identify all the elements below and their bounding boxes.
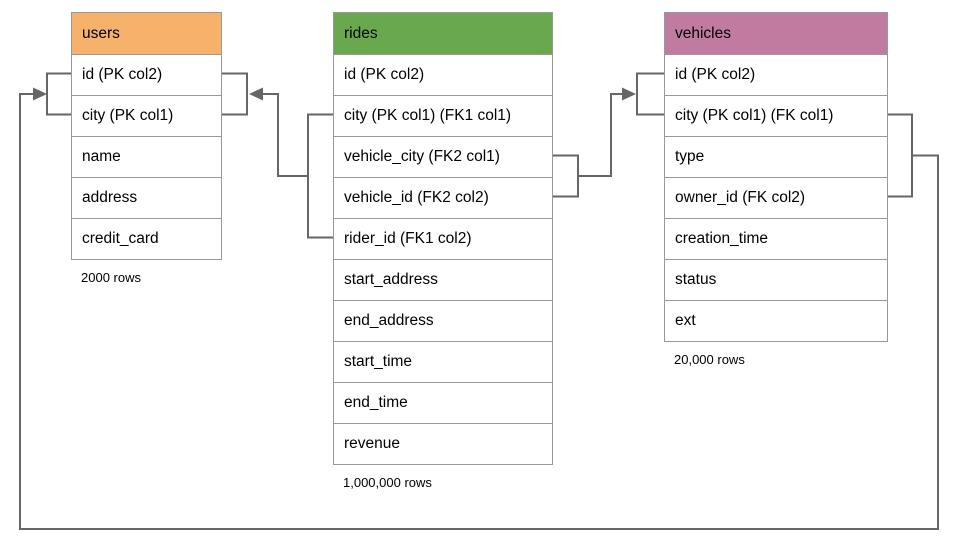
column-row: ext: [665, 300, 887, 341]
column-label: city (PK col1) (FK col1): [675, 107, 834, 124]
column-label: vehicle_city (FK2 col1): [344, 148, 500, 165]
arrowhead-into-vehicles-left: [622, 87, 636, 101]
table-rides-box: rides id (PK col2) city (PK col1) (FK1 c…: [333, 12, 553, 465]
column-label: end_time: [344, 394, 408, 411]
column-label: id (PK col2): [675, 66, 756, 83]
column-row: end_time: [334, 382, 552, 423]
table-title: users: [82, 24, 120, 42]
column-row: city (PK col1) (FK1 col1): [334, 95, 552, 136]
column-label: type: [675, 148, 705, 165]
column-label: id (PK col2): [82, 66, 163, 83]
column-row: revenue: [334, 423, 552, 464]
table-users: users id (PK col2) city (PK col1) name a…: [71, 12, 222, 285]
column-row: vehicle_id (FK2 col2): [334, 177, 552, 218]
column-row: city (PK col1): [72, 95, 221, 136]
row-count-label: 20,000 rows: [674, 352, 745, 367]
relationship-rides-vehicles: [553, 72, 664, 198]
column-label: credit_card: [82, 230, 159, 247]
column-label: vehicle_id (FK2 col2): [344, 189, 489, 206]
column-row: start_address: [334, 259, 552, 300]
table-rides-header: rides: [334, 13, 552, 54]
table-vehicles-header: vehicles: [665, 13, 887, 54]
column-label: ext: [675, 312, 696, 329]
arrowhead-into-users-right: [249, 87, 263, 101]
arrowhead-into-users-left: [33, 87, 47, 101]
column-row: start_time: [334, 341, 552, 382]
column-row: end_address: [334, 300, 552, 341]
column-row: credit_card: [72, 218, 221, 259]
column-label: city (PK col1) (FK1 col1): [344, 107, 512, 124]
row-count-label: 2000 rows: [81, 270, 141, 285]
column-row: city (PK col1) (FK col1): [665, 95, 887, 136]
table-vehicles-box: vehicles id (PK col2) city (PK col1) (FK…: [664, 12, 888, 342]
column-row: vehicle_city (FK2 col1): [334, 136, 552, 177]
relationship-rides-users: [222, 72, 333, 239]
column-label: city (PK col1): [82, 107, 174, 124]
column-row: creation_time: [665, 218, 887, 259]
table-title: vehicles: [675, 24, 731, 42]
column-label: address: [82, 189, 138, 206]
column-row: address: [72, 177, 221, 218]
column-label: start_address: [344, 271, 438, 288]
column-label: id (PK col2): [344, 66, 425, 83]
table-title: rides: [344, 24, 378, 42]
row-count-label: 1,000,000 rows: [343, 475, 432, 490]
column-label: creation_time: [675, 230, 769, 247]
table-rides: rides id (PK col2) city (PK col1) (FK1 c…: [333, 12, 553, 490]
column-row: name: [72, 136, 221, 177]
column-label: end_address: [344, 312, 434, 329]
column-label: start_time: [344, 353, 413, 370]
column-label: rider_id (FK1 col2): [344, 230, 472, 247]
table-users-header: users: [72, 13, 221, 54]
column-row: id (PK col2): [72, 54, 221, 95]
column-row: rider_id (FK1 col2): [334, 218, 552, 259]
column-label: name: [82, 148, 121, 165]
column-row: id (PK col2): [334, 54, 552, 95]
column-label: status: [675, 271, 717, 288]
column-row: type: [665, 136, 887, 177]
column-label: owner_id (FK col2): [675, 189, 806, 206]
column-row: id (PK col2): [665, 54, 887, 95]
table-users-box: users id (PK col2) city (PK col1) name a…: [71, 12, 222, 260]
column-row: status: [665, 259, 887, 300]
column-row: owner_id (FK col2): [665, 177, 887, 218]
table-vehicles: vehicles id (PK col2) city (PK col1) (FK…: [664, 12, 888, 367]
column-label: revenue: [344, 435, 401, 452]
